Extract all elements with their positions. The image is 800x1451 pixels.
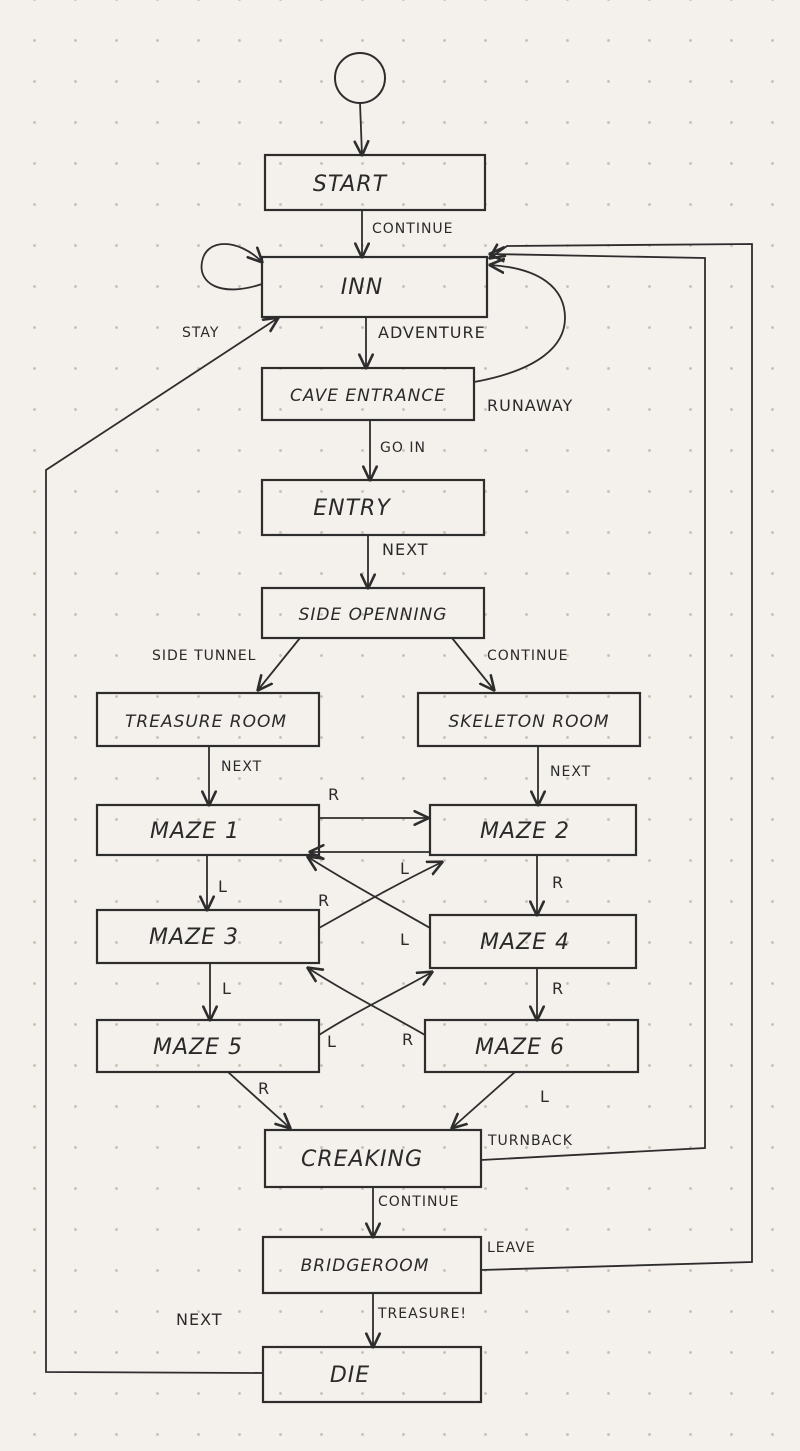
label-creaking-turnback: TURNBACK <box>487 1133 573 1149</box>
label-inn-adventure: ADVENTURE <box>378 323 486 342</box>
edge-maze4-to-maze1 <box>308 857 431 929</box>
label-cave-go-in: GO IN <box>380 440 426 456</box>
node-inn-label: INN <box>341 275 383 300</box>
node-skeleton-room-label: SKELETON ROOM <box>448 712 609 732</box>
node-cave-entrance-label: CAVE ENTRANCE <box>290 386 446 406</box>
label-bridge-treasure: TREASURE! <box>377 1306 467 1322</box>
node-maze3-label: MAZE 3 <box>149 925 239 950</box>
label-skeleton-next: NEXT <box>550 764 591 780</box>
edge-initial-to-start <box>360 102 362 155</box>
node-treasure-room: TREASURE ROOM <box>95 691 321 748</box>
label-die-next: NEXT <box>176 1310 223 1329</box>
label-maze4-r: R <box>552 979 564 998</box>
node-bridge-room-label: BRIDGEROOM <box>301 1256 430 1276</box>
label-maze1-r: R <box>328 785 340 804</box>
node-inn-box <box>260 255 489 319</box>
label-treasure-next: NEXT <box>221 759 262 775</box>
node-start: START <box>263 153 487 212</box>
label-side-tunnel: SIDE TUNNEL <box>152 648 256 664</box>
node-maze5-label: MAZE 5 <box>153 1035 243 1060</box>
label-maze4-l: L <box>400 930 410 949</box>
node-start-label: START <box>313 172 388 197</box>
label-creaking-continue: CONTINUE <box>378 1194 460 1210</box>
node-treasure-room-box <box>95 691 321 748</box>
edge-side-to-skeleton <box>451 637 494 690</box>
initial-state-circle <box>334 52 386 104</box>
node-die-box <box>261 1345 483 1404</box>
edge-creaking-turnback <box>480 254 706 1161</box>
node-entry-label: ENTRY <box>313 496 391 521</box>
label-bridge-leave: LEAVE <box>487 1240 536 1256</box>
node-start-box <box>263 153 487 212</box>
label-maze2-r: R <box>552 873 564 892</box>
node-maze1-label: MAZE 1 <box>150 819 240 844</box>
node-maze2: MAZE 2 <box>428 803 638 857</box>
edge-maze5-to-maze4 <box>318 972 432 1036</box>
node-maze4: MAZE 4 <box>428 913 638 970</box>
edge-side-to-treasure <box>258 637 301 690</box>
node-treasure-room-label: TREASURE ROOM <box>125 712 287 732</box>
node-side-opening-label: SIDE OPENNING <box>299 605 448 625</box>
node-maze4-label: MAZE 4 <box>480 930 570 955</box>
label-maze6-l: L <box>540 1087 550 1106</box>
node-side-opening: SIDE OPENNING <box>260 586 486 640</box>
label-maze5-l: L <box>327 1032 337 1051</box>
node-skeleton-room: SKELETON ROOM <box>416 691 642 748</box>
node-die-label: DIE <box>330 1363 370 1388</box>
edge-die-next <box>45 318 278 1374</box>
edge-bridge-leave <box>480 244 753 1271</box>
label-maze1-l: L <box>218 877 228 896</box>
label-cave-runaway: RUNAWAY <box>487 396 573 415</box>
label-maze6-r: R <box>402 1030 414 1049</box>
node-creaking-label: CREAKING <box>301 1147 423 1172</box>
label-inn-stay: STAY <box>182 325 219 341</box>
label-maze3-r: R <box>318 891 330 910</box>
node-maze3: MAZE 3 <box>95 908 321 965</box>
edge-inn-stay-loop <box>200 243 262 291</box>
node-inn: INN <box>260 255 489 319</box>
node-bridge-room: BRIDGEROOM <box>261 1235 483 1295</box>
label-side-continue: CONTINUE <box>487 648 569 664</box>
node-maze5: MAZE 5 <box>95 1018 321 1074</box>
edge-maze5-to-creaking <box>227 1071 290 1128</box>
edge-maze6-to-maze3 <box>308 968 426 1036</box>
edge-maze6-to-creaking <box>452 1071 516 1128</box>
node-maze1: MAZE 1 <box>95 803 321 857</box>
node-maze6: MAZE 6 <box>423 1018 640 1074</box>
node-maze2-label: MAZE 2 <box>480 819 570 844</box>
node-skeleton-room-box <box>416 691 642 748</box>
node-entry: ENTRY <box>260 478 486 537</box>
label-maze3-l: L <box>222 979 232 998</box>
label-entry-next: NEXT <box>382 540 429 559</box>
edge-cave-runaway <box>473 265 566 383</box>
node-die: DIE <box>261 1345 483 1404</box>
label-maze5-r: R <box>258 1079 270 1098</box>
node-creaking: CREAKING <box>263 1128 483 1189</box>
label-start-continue: CONTINUE <box>372 221 454 237</box>
edge-maze3-to-maze2 <box>318 862 442 929</box>
label-maze2-l: L <box>400 859 410 878</box>
node-maze6-label: MAZE 6 <box>475 1035 565 1060</box>
node-cave-entrance: CAVE ENTRANCE <box>260 366 476 422</box>
